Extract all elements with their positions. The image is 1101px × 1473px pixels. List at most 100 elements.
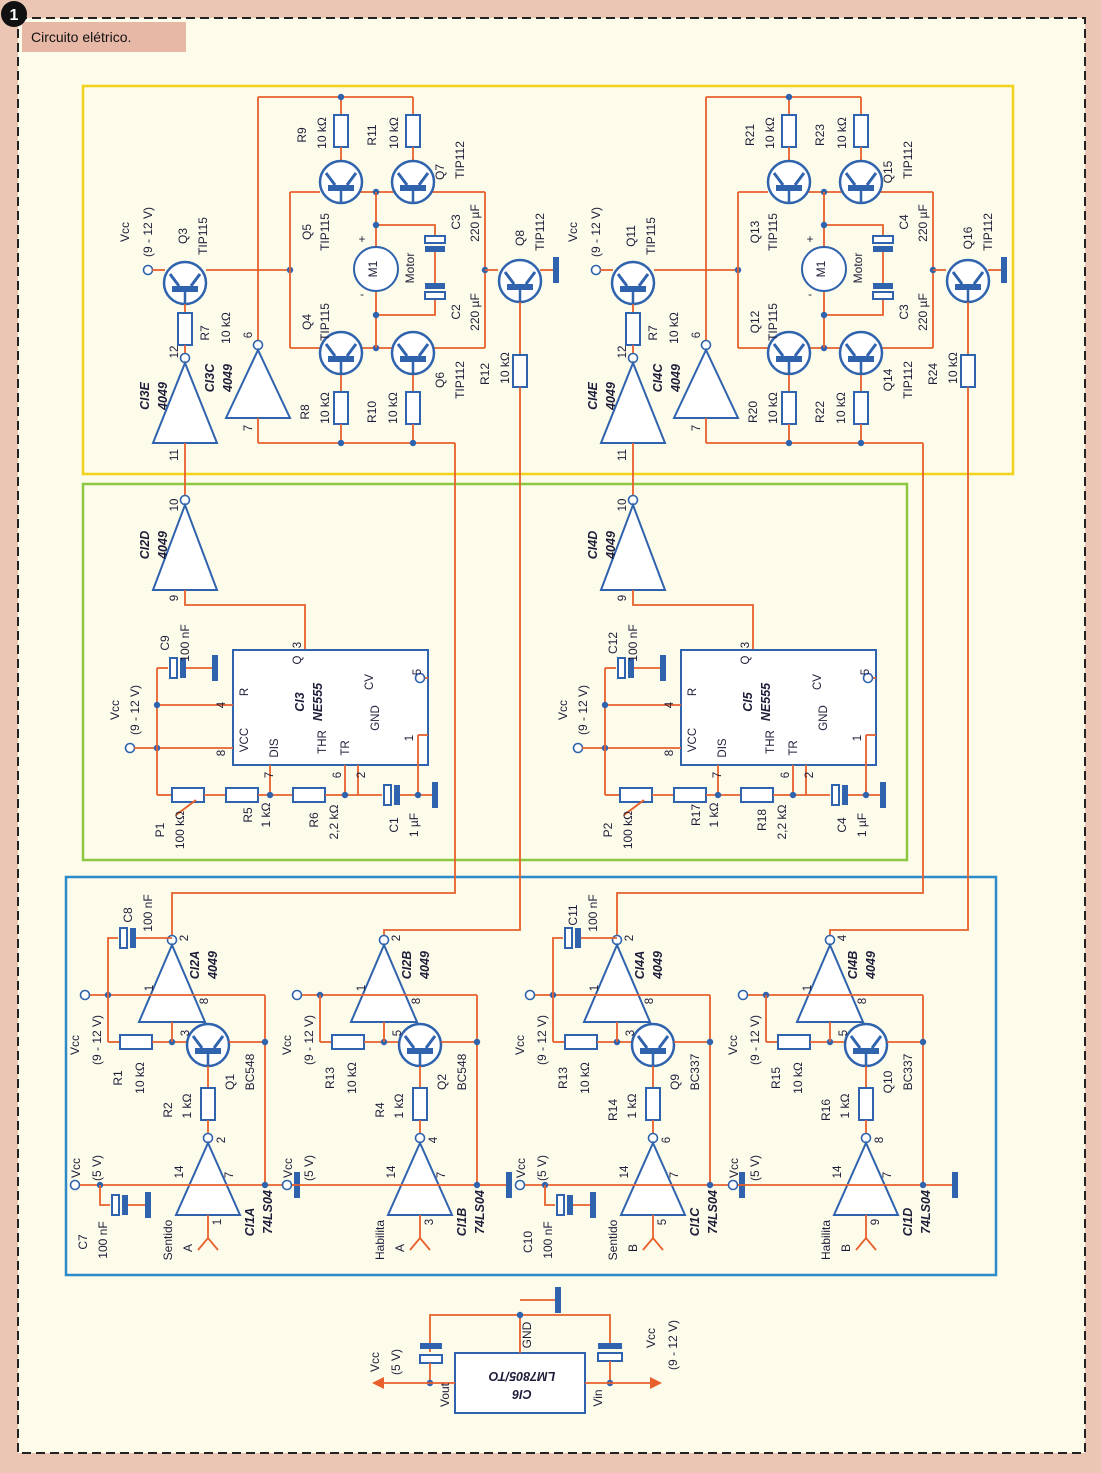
label-input-letter: B	[626, 1244, 640, 1252]
label-inv-top-type: 4049	[651, 951, 665, 980]
label-pin7: 7	[882, 1172, 894, 1178]
capacitor-plate	[831, 784, 840, 806]
transistor-lead	[345, 172, 358, 186]
wire	[855, 1236, 877, 1251]
label-inv-e-out: 12	[169, 346, 181, 359]
label-vcc: Vcc	[280, 1035, 294, 1055]
transistor-base-bar	[400, 356, 426, 362]
label-r-tl-val: 10 kΩ	[763, 117, 777, 149]
label-p8: 8	[664, 750, 676, 756]
terminal-pin	[291, 989, 303, 1001]
terminal-pin	[69, 1179, 81, 1191]
label-input: Sentido	[606, 1219, 620, 1260]
label-vcc: Vcc	[556, 700, 570, 720]
junction-dot	[516, 1311, 524, 1319]
label-inv-bot-type: 74LS04	[919, 1190, 933, 1234]
wire	[197, 1236, 219, 1251]
potentiometer-wiper	[175, 799, 197, 816]
label-c-top: C4	[897, 214, 911, 230]
label-l-r: R	[239, 688, 251, 696]
label-vcc5: Vcc	[368, 1352, 382, 1372]
label-pin-out: 4	[837, 934, 849, 941]
label-inv-out: 10	[169, 499, 181, 512]
transistor-base-bar	[507, 284, 533, 290]
label-p1: 1	[404, 735, 416, 741]
label-vin: Vin	[591, 1389, 605, 1406]
ground-symbol	[145, 1192, 151, 1218]
transistor-lead	[503, 271, 516, 285]
transistor-lead	[870, 1035, 883, 1049]
label-vcc-range: (9 - 12 V)	[302, 1015, 316, 1065]
label-l-dis: DIS	[269, 738, 281, 758]
label-vcc-range: (9 - 12 V)	[748, 1015, 762, 1065]
label-q-tr: Q15	[881, 160, 895, 183]
label-c-top-val: 100 nF	[586, 894, 600, 931]
label-c-t: C9	[158, 635, 172, 651]
label-q-br: Q6	[433, 372, 447, 388]
transistor-base-bar	[776, 185, 802, 191]
transistor-base-bar	[955, 284, 981, 290]
label-r-out: R24	[926, 363, 940, 385]
transistor-base-bar	[853, 1048, 879, 1054]
terminal-pin	[590, 264, 602, 276]
label-p6: 6	[332, 772, 344, 778]
label-r-tr: R11	[365, 124, 379, 145]
capacitor-plate	[556, 1194, 565, 1216]
ne555-chip	[680, 649, 877, 766]
wire	[824, 224, 884, 238]
label-inv-top: CI2A	[188, 951, 202, 979]
transistor-base-bar	[620, 286, 646, 292]
label-inv-c: CI3C	[203, 363, 217, 392]
resistor-symbol	[333, 391, 349, 425]
label-r-pull-val: 10 kΩ	[133, 1062, 147, 1094]
label-pot: P1	[153, 822, 167, 837]
h-bridge-section	[81, 84, 1015, 476]
label-l-vcc: VCC	[687, 728, 699, 752]
wire	[376, 224, 436, 238]
transistor-lead	[844, 172, 857, 186]
transistor-lead	[849, 1035, 862, 1049]
figure-number-badge	[1, 1, 27, 27]
terminal-pin	[514, 1179, 526, 1191]
label-q: Q1	[223, 1074, 237, 1090]
label-q-in-type: TIP115	[644, 217, 658, 255]
label-rb: R18	[755, 809, 769, 831]
label-ra-val: 1 kΩ	[707, 802, 721, 827]
label-inv-e-in: 11	[617, 449, 629, 461]
label-pin-vcc: 8	[199, 998, 211, 1004]
label-gnd: GND	[520, 1321, 534, 1348]
label-q-out-type: TIP112	[981, 213, 995, 251]
junction-dot	[857, 439, 865, 447]
label-pin-in: 1	[356, 985, 368, 991]
ne555-chip	[232, 649, 429, 766]
capacitor-plate	[842, 785, 848, 805]
label-q-in: Q3	[176, 228, 190, 244]
label-pin-vcc: 8	[411, 998, 423, 1004]
label-r-tr: R23	[813, 124, 827, 146]
label-vcc-range: (9 - 12 V)	[141, 207, 155, 257]
label-p2: 2	[356, 772, 368, 778]
label-vcc: Vcc	[566, 222, 580, 242]
label-input-letter: A	[393, 1244, 407, 1252]
junction-dot	[789, 791, 797, 799]
label-ic-type: NE555	[311, 682, 325, 721]
transistor-base-bar	[195, 1048, 221, 1054]
junction-dot	[261, 1181, 269, 1189]
wire	[376, 300, 436, 316]
label-inv-top: CI2B	[400, 951, 414, 979]
label-vcc5: Vcc	[727, 1158, 741, 1178]
capacitor-plate	[598, 1343, 622, 1349]
label-inv-bot: CI1B	[455, 1208, 469, 1236]
label-vcc-range: (9 - 12 V)	[90, 1015, 104, 1065]
label-ic: CI6	[511, 1387, 532, 1401]
caption: Circuito elétrico.	[31, 29, 131, 45]
resistor-symbol	[405, 391, 421, 425]
resistor-symbol	[781, 391, 797, 425]
label-r-out-val: 10 kΩ	[498, 352, 512, 384]
label-gate-out: 6	[661, 1137, 673, 1143]
label-gate-in: 9	[870, 1219, 882, 1225]
label-inv-bot: CI1C	[688, 1207, 702, 1236]
label-c: C1	[387, 817, 401, 833]
resistor-symbol	[512, 354, 528, 388]
